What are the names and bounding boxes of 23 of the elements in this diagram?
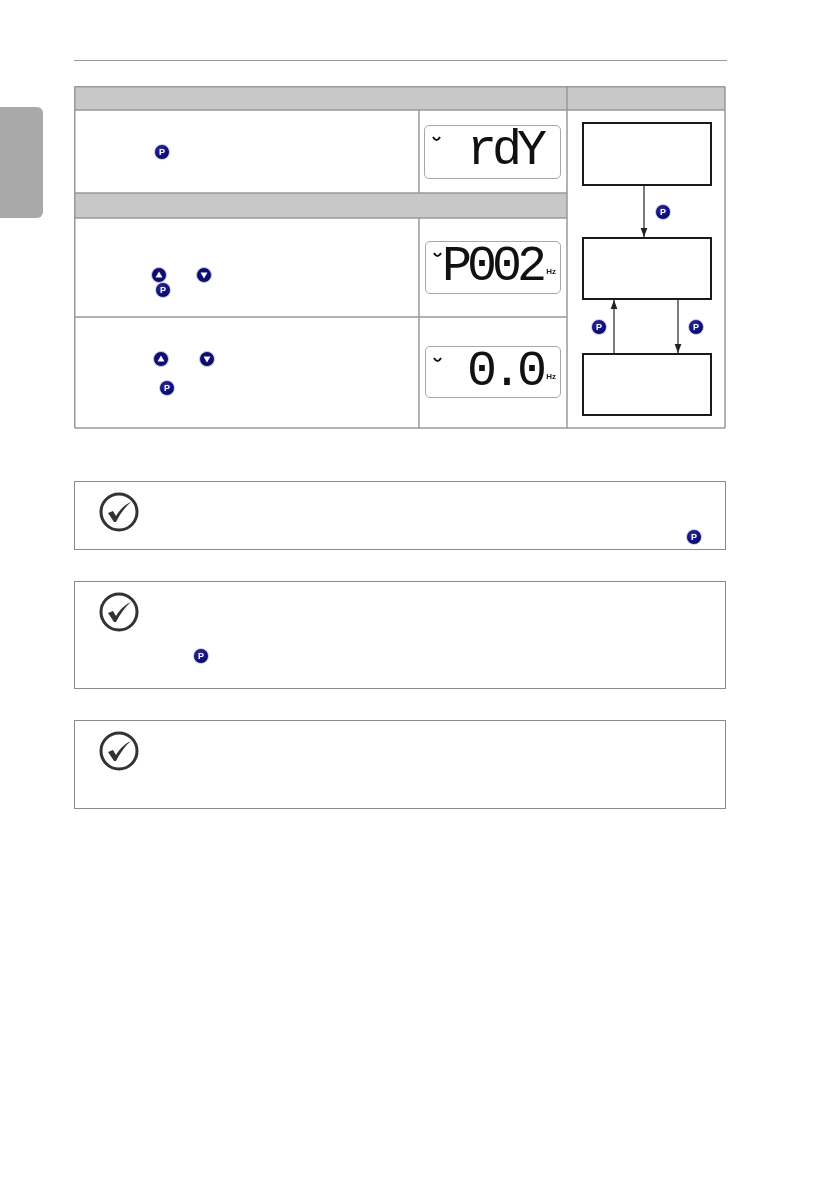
state-box xyxy=(582,237,712,300)
unit-label: Hz xyxy=(546,372,556,381)
lcd-readout: rdY xyxy=(467,126,542,176)
lcd-readout: P002 xyxy=(441,242,542,292)
lcd-display xyxy=(425,241,561,294)
state-box xyxy=(582,122,712,186)
side-tab xyxy=(0,107,43,218)
unit-label: Hz xyxy=(546,267,556,276)
lcd-display xyxy=(425,346,561,398)
key-symbol: P xyxy=(686,529,702,545)
arrow xyxy=(674,299,682,354)
state-box xyxy=(582,353,712,416)
key-symbol: P xyxy=(154,144,170,160)
lcd-readout: 0.0 xyxy=(467,347,542,397)
key-symbol: P xyxy=(193,648,209,664)
key-symbol: P xyxy=(591,319,607,335)
arrow xyxy=(640,185,648,238)
lcd-display xyxy=(424,125,561,179)
key-symbol: P xyxy=(159,380,175,396)
key-symbol: P xyxy=(655,204,671,220)
arrow xyxy=(610,299,618,354)
key-symbol: P xyxy=(155,282,171,298)
key-symbol: P xyxy=(688,319,704,335)
